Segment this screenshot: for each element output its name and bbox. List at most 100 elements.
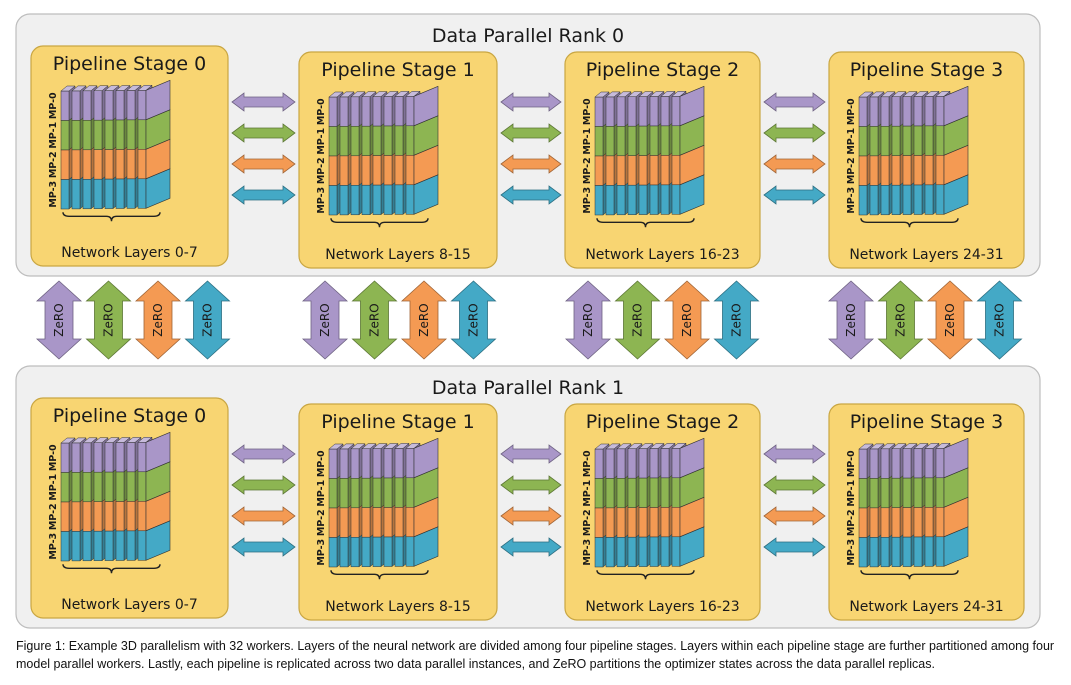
layer-front — [660, 507, 670, 538]
layer-front — [638, 184, 648, 215]
layer-front — [405, 507, 415, 538]
layer-front — [913, 96, 923, 127]
layer-top — [115, 85, 131, 91]
zero-arrow-shape — [564, 280, 612, 360]
zero-label: ZeRO — [318, 303, 332, 336]
layer-front — [60, 501, 70, 532]
zero-arrow-shape — [184, 280, 231, 360]
layer-front — [616, 478, 626, 509]
layer-front — [383, 477, 393, 508]
layer-front — [858, 537, 868, 568]
layer-top — [339, 91, 355, 98]
mp-label-2: MP-2 — [582, 509, 593, 536]
mp-transfer-arrow-0 — [231, 92, 296, 112]
mp-transfer-arrow-1 — [763, 123, 826, 143]
layer-top — [671, 443, 687, 449]
layer-front — [858, 507, 868, 538]
layer-front — [126, 501, 136, 532]
layer-front — [605, 448, 615, 479]
zero-label: ZeRO — [680, 303, 694, 336]
layer-front — [361, 507, 371, 538]
layer-front — [660, 448, 670, 479]
layer-front — [350, 155, 360, 186]
zero-arrow-shape — [976, 280, 1023, 360]
mp-label-3: MP-3 — [48, 533, 59, 560]
layer-front — [137, 442, 147, 473]
layer-front — [649, 448, 659, 479]
layer-front — [902, 448, 912, 479]
layer-front — [891, 155, 901, 186]
layer-top — [372, 91, 388, 97]
layer-front — [660, 96, 670, 127]
layer-front — [924, 536, 934, 567]
layer-front — [383, 155, 393, 186]
mp-transfer-arrow-2 — [500, 154, 562, 174]
layer-front — [913, 448, 923, 479]
layer-front — [350, 478, 360, 509]
layer-front — [649, 536, 659, 567]
layer-front — [405, 184, 415, 215]
mp-label-3: MP-3 — [582, 187, 593, 214]
mp-transfer-arrow-3 — [500, 185, 562, 205]
layer-front — [594, 537, 604, 568]
layer-front — [328, 155, 338, 186]
layer-front — [649, 184, 659, 215]
zero-arrow-3: ZeRO — [976, 280, 1023, 360]
mp-transfer-arrow-0 — [763, 444, 826, 464]
zero-label: ZeRO — [631, 303, 645, 336]
layer-top — [93, 437, 109, 443]
pipeline-stage-3: Pipeline Stage 3MP-0MP-1MP-2MP-3Network … — [828, 51, 1025, 269]
mp-label-1: MP-1 — [846, 128, 857, 155]
layer-front — [71, 501, 81, 532]
layer-front — [137, 119, 147, 150]
layer-front — [383, 507, 393, 538]
layer-front — [627, 507, 637, 538]
layer-front — [891, 125, 901, 156]
layer-front — [627, 536, 637, 567]
layer-front — [605, 96, 615, 127]
zero-arrow-1: ZeRO — [614, 280, 661, 360]
layer-front — [104, 149, 114, 180]
mp-label-1: MP-1 — [582, 128, 593, 155]
layer-front — [394, 184, 404, 215]
layer-front — [405, 536, 415, 567]
layer-front — [71, 472, 81, 503]
zero-label: ZeRO — [943, 303, 957, 336]
zero-label: ZeRO — [151, 303, 165, 336]
layer-front — [383, 96, 393, 127]
layer-top — [616, 91, 632, 98]
layer-front — [394, 507, 404, 538]
zero-label: ZeRO — [52, 303, 66, 336]
layer-top — [405, 91, 421, 97]
zero-label: ZeRO — [467, 303, 481, 336]
layer-top — [671, 91, 687, 97]
layer-front — [671, 184, 681, 215]
layer-front — [383, 536, 393, 567]
mp-label-3: MP-3 — [48, 181, 59, 208]
layer-front — [913, 184, 923, 215]
layer-top — [383, 443, 399, 449]
layer-front — [891, 536, 901, 567]
layer-top — [858, 91, 874, 98]
mp-label-1: MP-1 — [316, 128, 327, 155]
layer-front — [858, 126, 868, 157]
zero-label: ZeRO — [894, 303, 908, 336]
pipeline-arrows-2-3 — [763, 444, 826, 557]
layer-front — [616, 96, 626, 127]
zero-arrow-shape — [450, 280, 497, 360]
mp-label-3: MP-3 — [316, 539, 327, 566]
stack-side-panel — [145, 168, 171, 209]
layer-front — [372, 125, 382, 156]
layer-front — [372, 507, 382, 538]
layer-front — [350, 185, 360, 216]
layer-front — [902, 536, 912, 567]
layer-top — [891, 91, 907, 97]
layer-front — [913, 477, 923, 508]
mp-transfer-arrow-0 — [231, 444, 296, 464]
layer-top — [605, 443, 621, 450]
layer-front — [71, 120, 81, 151]
